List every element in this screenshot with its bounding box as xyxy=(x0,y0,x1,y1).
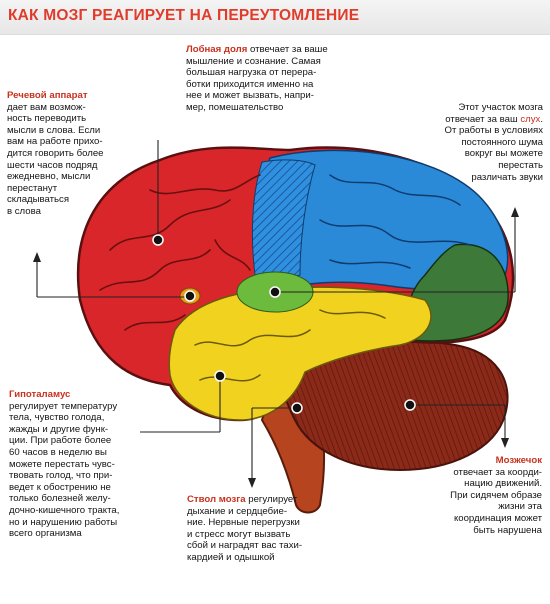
hypothalamus-line: только болезней желу- xyxy=(9,493,111,505)
speech-line: мысли в слова. Если xyxy=(7,124,101,136)
speech-line: шести часов подряд xyxy=(7,159,98,171)
frontal-description: Лобная доля отвечает за ваше мышление и … xyxy=(186,44,366,114)
cerebellum-line: жизни эта xyxy=(498,501,542,513)
pointer-lines xyxy=(36,140,516,480)
hypothalamus-line: регулирует температуру xyxy=(9,400,118,412)
cerebellum-line: При сидячем образе xyxy=(450,489,542,501)
speech-heading: Речевой аппарат xyxy=(7,90,88,101)
hearing-description: Этот участок мозга отвечает за ваш слух.… xyxy=(395,102,543,183)
brainstem-heading: Ствол мозга xyxy=(187,494,246,505)
brainstem-line: ние. Нервные перегрузки xyxy=(187,517,300,529)
hypothalamus-line: 60 часов в неделю вы xyxy=(9,446,107,458)
hypothalamus-line: всего организма xyxy=(9,528,82,540)
hearing-line: перестать xyxy=(498,159,543,171)
frontal-line: мер, помешательство xyxy=(186,101,284,113)
page-title: КАК МОЗГ РЕАГИРУЕТ НА ПЕРЕУТОМЛЕНИЕ xyxy=(8,7,360,24)
brainstem-line: сбой и наградят вас тахи- xyxy=(187,540,303,552)
hypothalamus-heading: Гипоталамус xyxy=(9,389,71,400)
speech-line: в слова xyxy=(7,205,41,217)
brainstem-description: Ствол мозга регулирует дыхание и сердцеб… xyxy=(187,494,337,564)
speech-line: дится говорить более xyxy=(7,147,104,159)
cerebellum-line: координация может xyxy=(453,512,542,524)
hypothalamus-line: но и нарушению работы xyxy=(9,516,118,528)
cerebellum-line: отвечает за коорди- xyxy=(453,466,542,478)
speech-line: дает вам возмож- xyxy=(7,101,86,113)
hearing-line: отвечает за ваш xyxy=(445,113,521,125)
speech-line: вам на работе прихо- xyxy=(7,136,103,148)
frontal-line: нее и может вызвать, напри- xyxy=(186,90,314,102)
hatched-zone xyxy=(251,159,316,296)
speech-line: ность переводить xyxy=(7,113,87,125)
gyri-lines xyxy=(99,174,261,331)
hypothalamus-description: Гипоталамус регулирует температуру тела,… xyxy=(9,389,159,540)
hypothalamus-line: дочно-кишечного тракта, xyxy=(9,504,120,516)
hypothalamus-line: жажды и другие функ- xyxy=(9,423,109,435)
hypothalamus-line: тела, чувство голода, xyxy=(9,412,105,424)
hypothalamus-line: твовать голод, что при- xyxy=(9,470,113,482)
hypothalamus-line: ведет к обострению не xyxy=(9,481,111,493)
hearing-line: вокруг вы можете xyxy=(464,148,543,160)
hearing-line: От работы в условиях xyxy=(444,125,543,137)
brainstem-line: дыхание и сердцебие- xyxy=(187,505,288,517)
anchor-dots xyxy=(152,234,416,414)
cerebellum-description: Мозжечок отвечает за коорди- нацию движе… xyxy=(405,455,542,536)
frontal-line: отвечает за ваше xyxy=(247,44,328,55)
cerebellum-heading: Мозжечок xyxy=(495,455,542,466)
speech-line: ежедневно, мысли xyxy=(7,171,91,183)
speech-line: складываться xyxy=(7,194,70,206)
hearing-line: постоянного шума xyxy=(461,136,543,148)
frontal-line: мышление и сознание. Самая xyxy=(186,55,321,67)
hearing-line: различать звуки xyxy=(471,171,543,183)
brainstem-line: и стресс могут вызвать xyxy=(187,528,291,540)
hearing-highlight: слух xyxy=(520,113,541,125)
frontal-line: ботки приходится именно на xyxy=(186,78,314,90)
cerebellum-line: быть нарушена xyxy=(473,524,542,536)
brainstem-line: регулирует xyxy=(245,494,298,505)
hypothalamus-line: ции. При работе более xyxy=(9,435,112,447)
brainstem-line: кардией и одышкой xyxy=(187,551,275,563)
frontal-line: большая нагрузка от перера- xyxy=(186,67,317,79)
speech-description: Речевой аппарат дает вам возмож- ность п… xyxy=(7,90,132,218)
hearing-line: Этот участок мозга xyxy=(458,102,543,113)
cerebellum-line: нацию движений. xyxy=(464,478,542,490)
speech-line: перестанут xyxy=(7,182,58,194)
frontal-heading: Лобная доля xyxy=(186,44,248,55)
hypothalamus-line: можете перестать чувс- xyxy=(9,458,115,470)
title-bar: КАК МОЗГ РЕАГИРУЕТ НА ПЕРЕУТОМЛЕНИЕ xyxy=(0,0,550,35)
hearing-line: . xyxy=(540,113,543,125)
